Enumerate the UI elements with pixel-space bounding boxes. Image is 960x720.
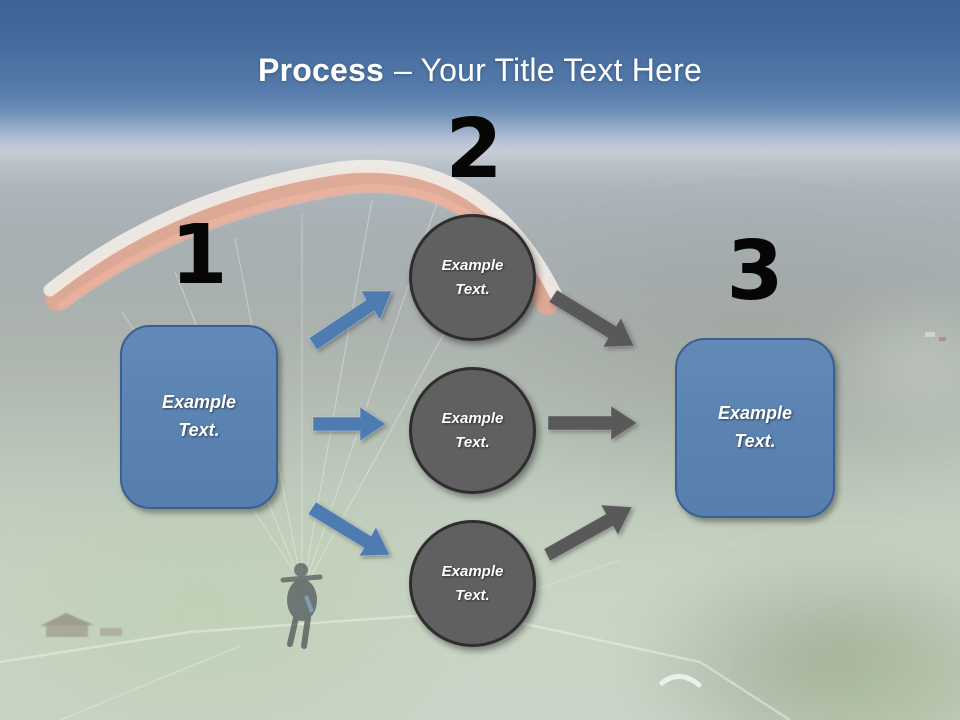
connector-arrow-blue-middle — [312, 406, 387, 442]
step-number-1: 1 — [170, 208, 227, 303]
connector-arrow-gray-top — [548, 289, 635, 348]
process-start-box: Example Text. — [120, 325, 278, 509]
process-step-circle-middle-label: Example Text. — [441, 409, 504, 451]
step-number-2: 2 — [445, 102, 502, 197]
title-text: – Your Title Text Here — [393, 52, 702, 88]
title-emphasis: Process — [258, 52, 384, 88]
process-step-circle-top-label: Example Text. — [441, 256, 504, 298]
process-end-box-label: Example Text. — [717, 403, 793, 451]
process-step-circle-middle: Example Text. — [409, 367, 536, 494]
process-step-circle-bottom: Example Text. — [409, 520, 536, 647]
paraglider-pilot — [280, 563, 323, 649]
process-step-circle-bottom-label: Example Text. — [441, 562, 504, 604]
distant-paraglider — [659, 674, 702, 688]
process-start-box-label: Example Text. — [161, 392, 237, 440]
process-step-circle-top: Example Text. — [409, 214, 536, 341]
connector-arrow-gray-bottom — [543, 504, 633, 562]
distant-buildings — [925, 332, 946, 341]
step-number-3: 3 — [726, 224, 783, 319]
process-end-box: Example Text. — [675, 338, 835, 518]
slide-title: Process– Your Title Text Here — [0, 52, 960, 89]
connector-arrow-blue-bottom — [307, 501, 391, 557]
farmhouse — [40, 613, 122, 637]
connector-arrow-blue-top — [308, 290, 393, 351]
connector-arrow-gray-middle — [547, 405, 638, 441]
